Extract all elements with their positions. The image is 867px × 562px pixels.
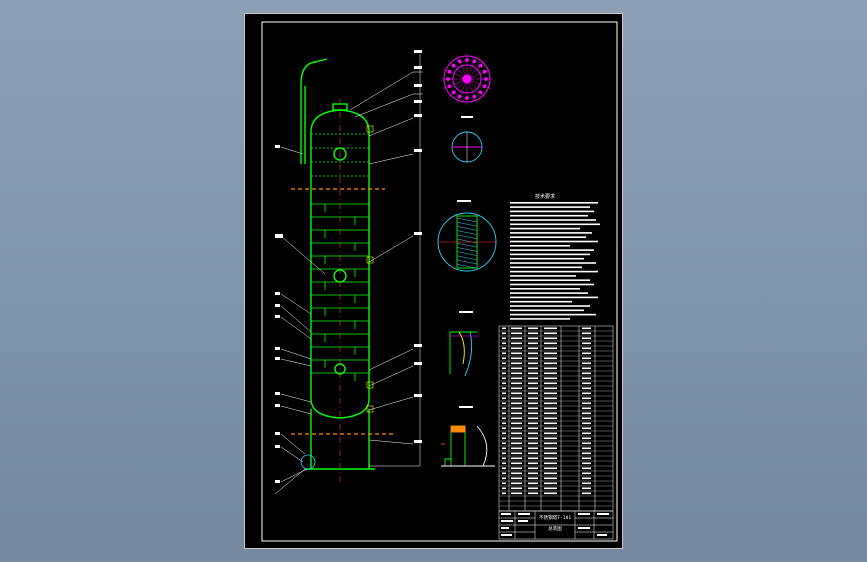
bottom-head xyxy=(310,398,370,419)
drawing-sheet[interactable]: 技术要求 不锈钢塔T-101 总装图 xyxy=(244,13,623,549)
callout-bubbles-left xyxy=(275,145,283,483)
detail-a-flange-view xyxy=(441,53,493,105)
shell-nozzles xyxy=(366,125,374,413)
callout-tags-right xyxy=(414,50,422,443)
callout-leaders-right xyxy=(349,54,423,467)
notes-title: 技术要求 xyxy=(535,193,555,200)
title-sub-name: 总装图 xyxy=(548,525,562,532)
detail-c-packing-section xyxy=(437,212,497,272)
detail-b-nozzle-section xyxy=(451,131,483,163)
detail-titles xyxy=(457,116,473,408)
drawing-canvas[interactable]: 技术要求 不锈钢塔T-101 总装图 xyxy=(245,14,624,550)
detail-e-skirt-base xyxy=(441,425,495,467)
parts-table[interactable] xyxy=(498,325,614,512)
callout-leaders-left xyxy=(274,146,326,495)
inner-frame xyxy=(261,21,618,542)
vessel-column[interactable] xyxy=(300,58,375,470)
title-block[interactable] xyxy=(498,510,614,540)
title-block-fills xyxy=(501,513,609,536)
section-cut-lines xyxy=(291,188,395,435)
technical-notes: 技术要求 xyxy=(510,193,600,320)
title-drawing-name: 不锈钢塔T-101 xyxy=(539,514,571,521)
detail-d-weld xyxy=(447,331,479,377)
detail-circle-d xyxy=(300,454,316,470)
overhead-pipe xyxy=(300,58,328,164)
